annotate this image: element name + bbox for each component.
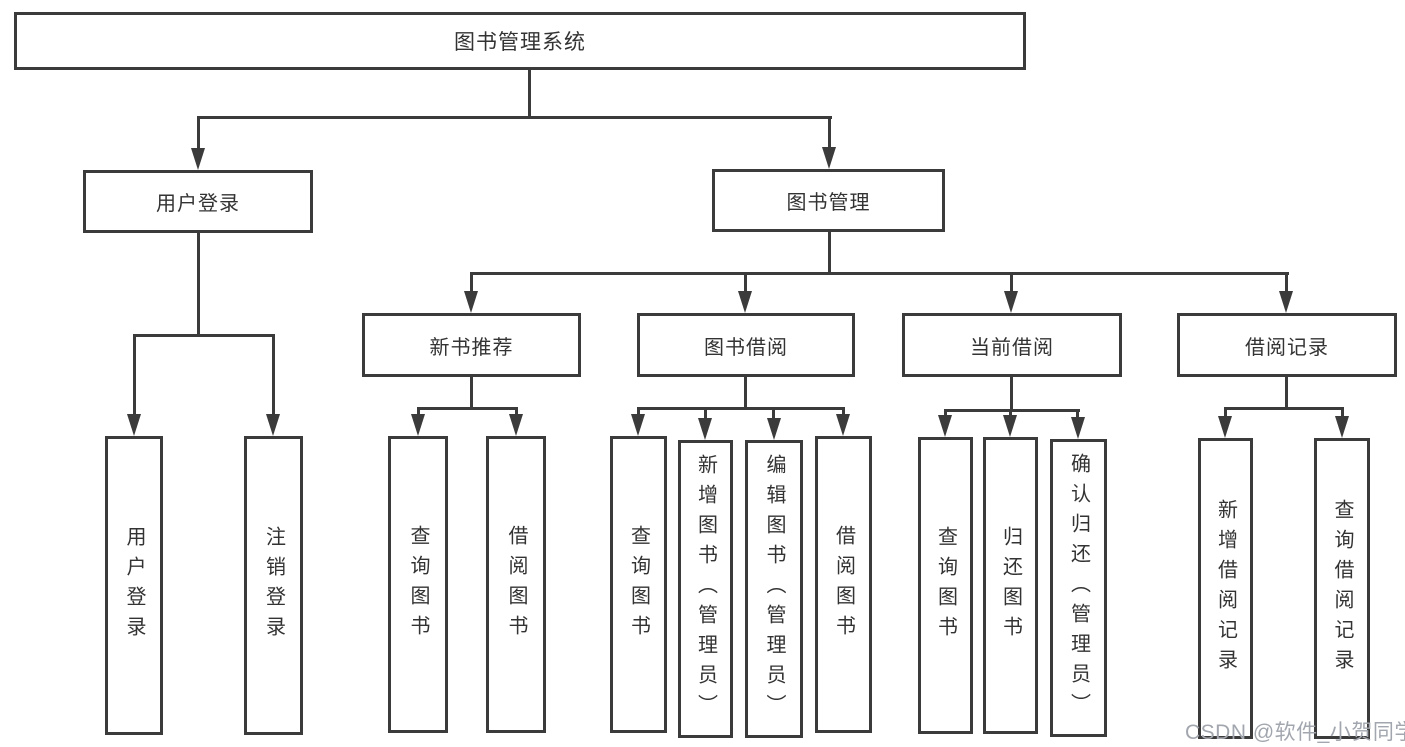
connector-line xyxy=(1224,407,1227,419)
connector-line xyxy=(1010,377,1013,412)
node-book-borrow: 图书借阅 xyxy=(637,313,855,377)
connector-line xyxy=(197,116,832,119)
connector-line xyxy=(828,232,831,275)
connector-line xyxy=(637,407,640,420)
connector-line xyxy=(133,334,136,416)
connector-line xyxy=(1009,409,1012,418)
leaf-borrow-query: 查询图书 xyxy=(610,436,667,733)
arrowhead-down-icon xyxy=(767,418,781,440)
connector-line xyxy=(842,407,845,417)
leaf-current-confirm-admin: 确认归还（管理员） xyxy=(1050,439,1107,737)
node-book-borrow-label: 图书借阅 xyxy=(704,336,788,359)
node-book-management-label: 图书管理 xyxy=(786,192,871,214)
leaf-user-login-label: 用户登录 xyxy=(123,525,145,646)
arrowhead-down-icon xyxy=(1003,415,1017,437)
leaf-newbook-query-label: 查询图书 xyxy=(407,524,429,645)
connector-line xyxy=(828,116,831,149)
leaf-records-query: 查询借阅记录 xyxy=(1314,438,1370,739)
connector-line xyxy=(704,407,707,421)
arrowhead-down-icon xyxy=(822,147,836,169)
leaf-logout: 注销登录 xyxy=(244,436,303,735)
node-borrow-records: 借阅记录 xyxy=(1177,313,1397,377)
connector-line xyxy=(197,116,200,150)
connector-line xyxy=(417,407,518,410)
arrowhead-down-icon xyxy=(1004,291,1018,313)
arrowhead-down-icon xyxy=(464,291,478,313)
connector-line xyxy=(637,407,844,410)
connector-line xyxy=(1285,272,1288,293)
leaf-borrow-add-admin: 新增图书（管理员） xyxy=(678,440,733,738)
connector-line xyxy=(197,233,200,337)
connector-line xyxy=(772,407,775,421)
node-new-book-recommend: 新书推荐 xyxy=(362,313,581,377)
leaf-borrow-add-admin-label: 新增图书（管理员） xyxy=(694,454,717,724)
node-borrow-records-label: 借阅记录 xyxy=(1245,336,1329,359)
node-user-login-label: 用户登录 xyxy=(156,193,240,215)
connector-line xyxy=(1076,409,1079,420)
arrowhead-down-icon xyxy=(509,414,523,436)
node-root-label: 图书管理系统 xyxy=(454,31,586,54)
connector-line xyxy=(944,409,1080,412)
leaf-borrow-edit-admin: 编辑图书（管理员） xyxy=(745,440,803,738)
leaf-user-login: 用户登录 xyxy=(105,436,163,735)
connector-line xyxy=(1010,272,1013,293)
arrowhead-down-icon xyxy=(836,414,850,436)
connector-line xyxy=(417,407,420,416)
leaf-current-query: 查询图书 xyxy=(918,437,973,734)
node-book-management: 图书管理 xyxy=(712,169,945,232)
leaf-current-return: 归还图书 xyxy=(983,437,1038,734)
connector-line xyxy=(133,334,275,337)
leaf-current-query-label: 查询图书 xyxy=(934,525,957,646)
arrowhead-down-icon xyxy=(738,291,752,313)
leaf-borrow-book: 借阅图书 xyxy=(815,436,872,733)
node-current-borrow: 当前借阅 xyxy=(902,313,1122,377)
arrowhead-down-icon xyxy=(1279,291,1293,313)
connector-line xyxy=(744,377,747,410)
node-current-borrow-label: 当前借阅 xyxy=(970,336,1054,359)
connector-line xyxy=(515,407,518,416)
leaf-borrow-edit-admin-label: 编辑图书（管理员） xyxy=(763,454,785,724)
connector-line xyxy=(528,70,531,118)
arrowhead-down-icon xyxy=(411,414,425,436)
leaf-logout-label: 注销登录 xyxy=(262,525,285,646)
arrowhead-down-icon xyxy=(631,414,645,436)
arrowhead-down-icon xyxy=(127,414,141,436)
connector-line xyxy=(1285,377,1288,410)
leaf-newbook-borrow: 借阅图书 xyxy=(486,436,546,733)
node-new-book-recommend-label: 新书推荐 xyxy=(429,336,514,359)
arrowhead-down-icon xyxy=(191,148,205,170)
leaf-records-add-label: 新增借阅记录 xyxy=(1214,498,1237,679)
connector-line xyxy=(944,409,947,418)
arrowhead-down-icon xyxy=(698,418,712,440)
arrowhead-down-icon xyxy=(938,415,952,437)
node-root-library-system: 图书管理系统 xyxy=(14,12,1026,70)
connector-line xyxy=(470,377,473,410)
leaf-current-return-label: 归还图书 xyxy=(999,525,1022,646)
leaf-newbook-borrow-label: 借阅图书 xyxy=(505,524,527,645)
arrowhead-down-icon xyxy=(266,414,280,436)
node-user-login: 用户登录 xyxy=(83,170,313,233)
leaf-current-confirm-admin-label: 确认归还（管理员） xyxy=(1067,453,1090,723)
arrowhead-down-icon xyxy=(1071,417,1085,439)
leaf-borrow-book-label: 借阅图书 xyxy=(832,524,855,645)
leaf-records-add: 新增借阅记录 xyxy=(1198,438,1253,739)
arrowhead-down-icon xyxy=(1335,416,1349,438)
connector-line xyxy=(470,272,1289,275)
connector-line xyxy=(470,272,473,293)
connector-line xyxy=(1224,407,1344,410)
arrowhead-down-icon xyxy=(1218,416,1232,438)
leaf-borrow-query-label: 查询图书 xyxy=(627,524,650,645)
connector-line xyxy=(272,334,275,416)
connector-line xyxy=(1341,407,1344,419)
leaf-records-query-label: 查询借阅记录 xyxy=(1331,498,1353,679)
leaf-newbook-query: 查询图书 xyxy=(388,436,448,733)
connector-line xyxy=(744,272,747,293)
